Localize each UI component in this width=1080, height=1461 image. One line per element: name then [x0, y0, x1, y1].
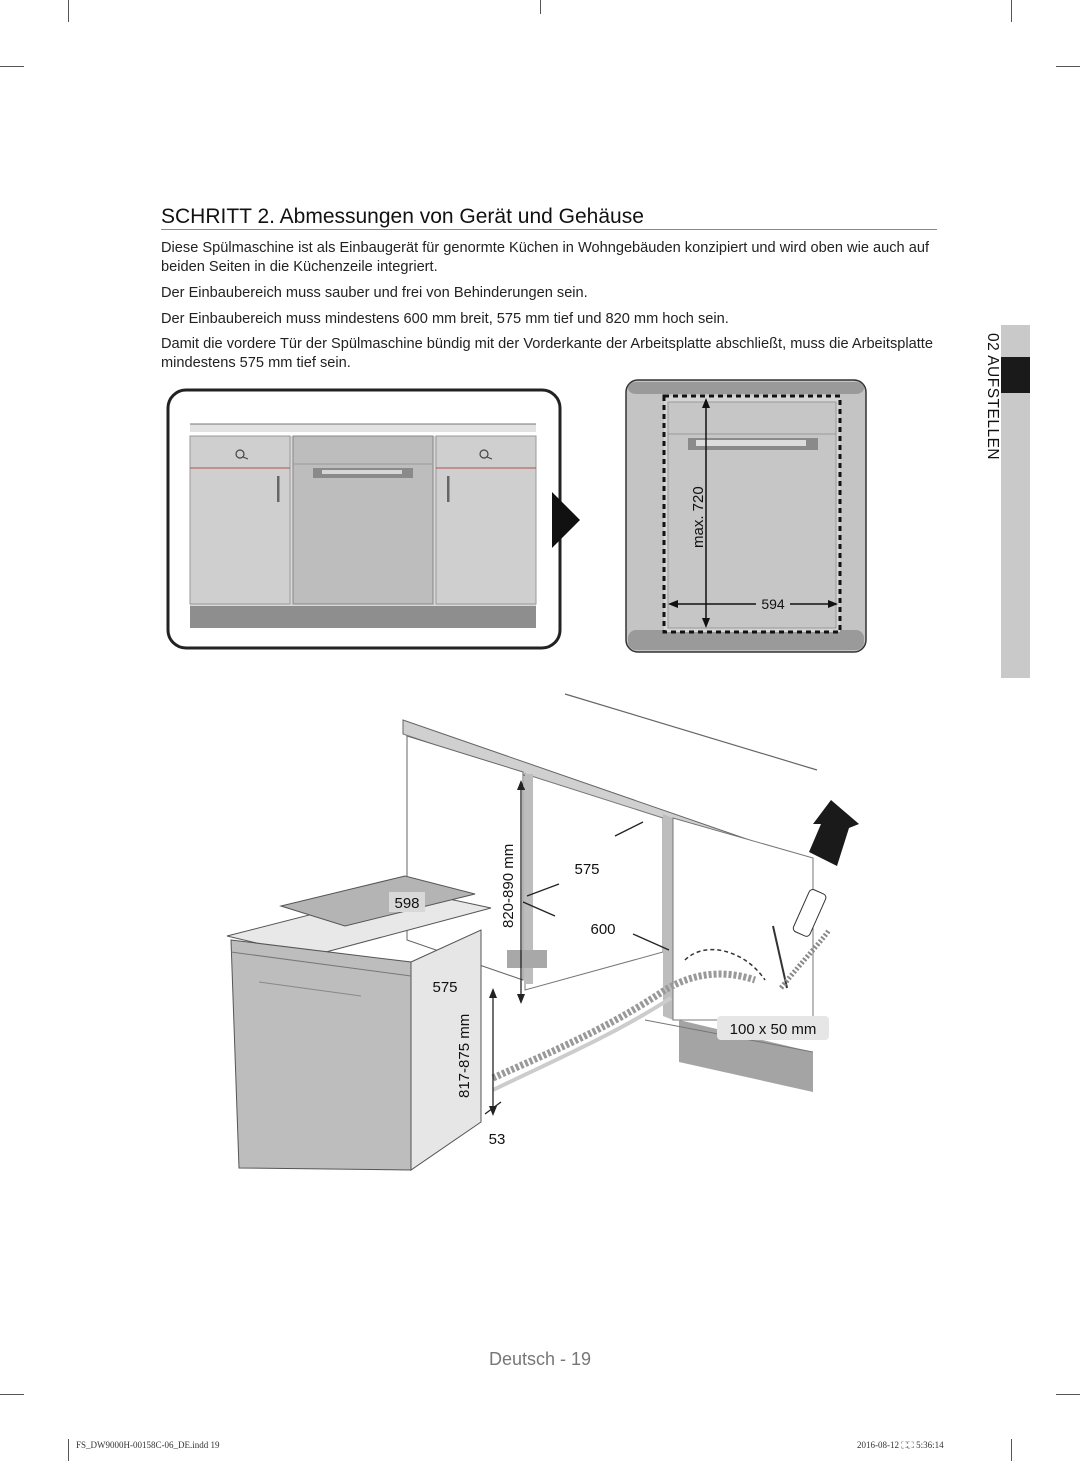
paragraph-worktop-depth: Damit die vordere Tür der Spülmaschine b… — [161, 336, 933, 371]
plinth-53-label: 53 — [489, 1131, 506, 1148]
crop-mark — [0, 1394, 24, 1395]
niche-height-label: 820-890 mm — [500, 844, 517, 928]
crop-mark — [1056, 1394, 1080, 1395]
crop-mark — [68, 0, 69, 22]
page-number: Deutsch - 19 — [488, 1349, 592, 1369]
installation-figure: 598 575 817-875 mm 53 820-890 mm 575 600… — [226, 693, 859, 1171]
max-height-label: max. 720 — [690, 486, 707, 548]
depth-575-front-label: 575 — [432, 979, 457, 996]
file-name: FS_DW9000H-00158C-06_DE.indd 19 — [76, 1440, 220, 1450]
title-divider — [161, 229, 937, 230]
arrow-right-icon — [552, 492, 580, 548]
paragraph-clean-area: Der Einbaubereich muss sauber und frei v… — [161, 285, 588, 301]
crop-mark — [540, 0, 541, 14]
niche-dimensions-figure: 594 max. 720 — [625, 379, 867, 653]
height-817-875-label: 817-875 mm — [456, 1014, 473, 1098]
crop-mark — [1011, 1439, 1012, 1461]
side-tab-marker — [1001, 357, 1030, 393]
kitchen-front-figure — [166, 388, 562, 650]
crop-mark — [68, 1439, 69, 1461]
crop-mark — [1056, 66, 1080, 67]
crop-mark — [1011, 0, 1012, 22]
width-label: 594 — [761, 596, 785, 612]
niche-width-600-label: 600 — [590, 921, 615, 938]
width-598-label: 598 — [394, 895, 419, 912]
page-title: SCHRITT 2. Abmessungen von Gerät und Geh… — [161, 205, 644, 228]
paragraph-min-dimensions: Der Einbaubereich muss mindestens 600 mm… — [161, 311, 729, 327]
hole-size-label: 100 x 50 mm — [730, 1021, 817, 1038]
crop-mark — [0, 66, 24, 67]
print-timestamp: 2016-08-12 ⛶⛶ 5:36:14 — [857, 1440, 944, 1450]
paragraph-intro: Diese Spülmaschine ist als Einbaugerät f… — [161, 240, 929, 275]
niche-depth-575-label: 575 — [574, 861, 599, 878]
side-tab-white-band — [968, 325, 1001, 678]
side-tab-label: 02 AUFSTELLEN — [984, 333, 1001, 461]
